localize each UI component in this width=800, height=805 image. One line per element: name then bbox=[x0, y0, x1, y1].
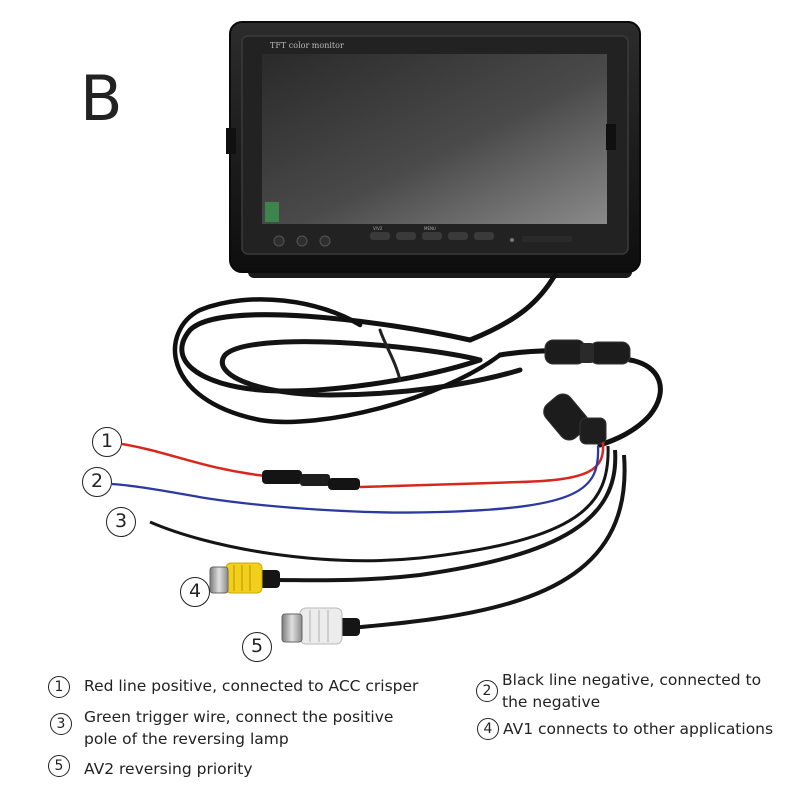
legend-num-2: 2 bbox=[476, 680, 498, 702]
callout-4: 4 bbox=[180, 577, 210, 607]
legend-text-3b: pole of the reversing lamp bbox=[84, 730, 289, 748]
callout-3: 3 bbox=[106, 507, 136, 537]
legend-num-5: 5 bbox=[48, 755, 70, 777]
legend-text-2b: the negative bbox=[502, 693, 601, 711]
callout-1: 1 bbox=[92, 427, 122, 457]
key-1 bbox=[370, 232, 390, 240]
splitter-head bbox=[579, 417, 607, 445]
wire-4 bbox=[274, 449, 618, 583]
wire-3-black bbox=[149, 445, 610, 563]
button-print-1: V/V2 bbox=[373, 226, 383, 231]
main-cable bbox=[172, 272, 663, 448]
yellow-plug bbox=[209, 562, 280, 594]
cable-loop-2 bbox=[220, 339, 523, 398]
round-button-2 bbox=[296, 235, 308, 247]
cable-return-loop bbox=[597, 357, 663, 448]
callout-5: 5 bbox=[242, 632, 272, 662]
legend-text-5: AV2 reversing priority bbox=[84, 760, 253, 778]
wire-1-red-tail bbox=[121, 442, 266, 478]
wire-2-blue bbox=[111, 445, 600, 514]
variant-label: B bbox=[80, 62, 123, 135]
cable-loop-3 bbox=[172, 297, 503, 425]
key-4 bbox=[448, 232, 468, 240]
right-tab bbox=[606, 124, 616, 150]
wire-5 bbox=[349, 454, 627, 630]
legend-text-1: Red line positive, connected to ACC cris… bbox=[84, 677, 419, 695]
legend-num-1: 1 bbox=[48, 676, 70, 698]
button-print-2: MENU bbox=[424, 226, 436, 231]
screen-indicator bbox=[265, 202, 279, 222]
round-button-1 bbox=[273, 235, 285, 247]
key-2 bbox=[396, 232, 416, 240]
white-plug bbox=[281, 607, 360, 645]
legend-text-4: AV1 connects to other applications bbox=[503, 720, 774, 738]
callout-2: 2 bbox=[82, 467, 112, 497]
cable-from-monitor bbox=[467, 272, 558, 343]
legend-text-3a: Green trigger wire, connect the positive bbox=[84, 708, 394, 726]
connector-male bbox=[544, 339, 586, 365]
legend-num-4: 4 bbox=[477, 718, 499, 740]
key-3 bbox=[422, 232, 442, 240]
connector-ring bbox=[580, 343, 594, 363]
legend-text-2a: Black line negative, connected to bbox=[502, 671, 762, 689]
cable-loop-1 bbox=[179, 312, 483, 394]
power-led bbox=[510, 238, 514, 242]
wire-1-red bbox=[359, 441, 605, 489]
monitor: TFT color monitor V/V2 MENU bbox=[226, 21, 641, 273]
connector-female bbox=[589, 341, 631, 365]
screen-print: TFT color monitor bbox=[270, 41, 344, 50]
monitor-screen bbox=[262, 54, 607, 224]
round-button-3 bbox=[319, 235, 331, 247]
sensor-bar bbox=[522, 236, 572, 242]
key-5 bbox=[474, 232, 494, 240]
inline-fuse bbox=[262, 470, 360, 490]
left-tab bbox=[226, 128, 236, 154]
aviation-connector bbox=[543, 339, 631, 445]
legend-num-3: 3 bbox=[50, 713, 72, 735]
cable-tie bbox=[378, 328, 402, 382]
